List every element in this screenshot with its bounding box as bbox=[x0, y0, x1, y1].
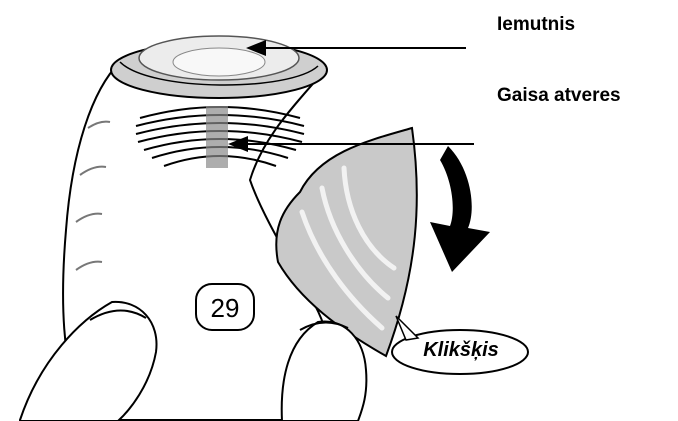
mouthpiece bbox=[111, 36, 327, 98]
rotation-arrow bbox=[430, 146, 490, 272]
dose-counter: 29 bbox=[196, 284, 254, 330]
air-vents-label: Gaisa atveres bbox=[497, 85, 621, 107]
mouthpiece-label: Iemutnis bbox=[497, 14, 575, 36]
dose-counter-value: 29 bbox=[211, 293, 240, 323]
click-label: Klikšķis bbox=[396, 339, 526, 362]
